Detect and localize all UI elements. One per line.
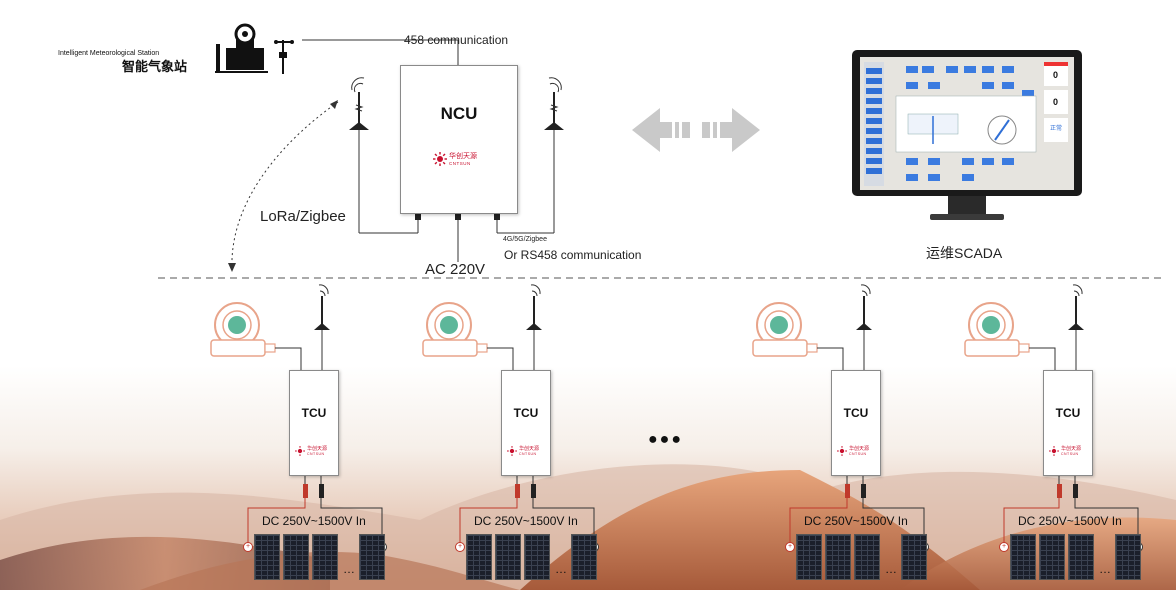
antenna-icon — [1068, 284, 1084, 370]
solar-panel-icon — [825, 534, 851, 580]
tcu-wiring — [422, 284, 595, 546]
solar-panel-icon — [571, 534, 597, 580]
tcu-wiring — [210, 284, 383, 546]
dc-input-label: DC 250V~1500V In — [474, 514, 578, 528]
ellipsis: ●●● — [648, 431, 683, 448]
solar-panel-icon — [1115, 534, 1141, 580]
weather-station-label-cn: 智能气象站 — [122, 59, 188, 74]
tcu-title: TCU — [301, 406, 327, 420]
dc-input-label: DC 250V~1500V In — [1018, 514, 1122, 528]
slewing-drive-icon — [964, 302, 1030, 357]
solar-panel-icon — [796, 534, 822, 580]
panel-ellipsis: … — [555, 562, 567, 576]
solar-panel-icon — [524, 534, 550, 580]
solar-panel-icon — [1039, 534, 1065, 580]
ncu-brand-cn: 华创天源 — [449, 152, 477, 160]
slewing-drive-icon — [210, 302, 276, 357]
positive-terminal-icon: + — [785, 542, 795, 552]
positive-terminal-icon: + — [455, 542, 465, 552]
solar-panel-icon — [254, 534, 280, 580]
tcu-brand-cn: 华创天源 — [307, 446, 328, 452]
sun-logo-icon — [1049, 446, 1059, 456]
ncu-title: NCU — [440, 104, 478, 123]
solar-panel-icon — [466, 534, 492, 580]
solar-panel-icon — [854, 534, 880, 580]
scada-status: 正常 — [1050, 126, 1063, 132]
double-arrow-icon — [632, 108, 760, 152]
weather-station-icon — [215, 23, 294, 74]
sun-logo-icon — [433, 152, 447, 166]
solar-panel-icon — [1010, 534, 1036, 580]
solar-panel-array: … — [466, 534, 600, 580]
panel-ellipsis: … — [885, 562, 897, 576]
tcu-wiring — [752, 284, 925, 546]
solar-panel-array: … — [796, 534, 930, 580]
positive-terminal-icon: + — [999, 542, 1009, 552]
ncu-brand-logo: 华创天源 CNTSUN — [433, 152, 477, 166]
tcu-title: TCU — [843, 406, 869, 420]
sun-logo-icon — [295, 446, 305, 456]
panel-ellipsis: … — [343, 562, 355, 576]
rs458-label: Or RS458 communication — [504, 248, 642, 262]
solar-panel-array: … — [254, 534, 388, 580]
ncu-brand-en: CNTSUN — [449, 160, 471, 166]
antenna-icon — [526, 284, 542, 370]
dc-input-label: DC 250V~1500V In — [804, 514, 908, 528]
tcu-brand-cn: 华创天源 — [519, 446, 540, 452]
panel-ellipsis: … — [1099, 562, 1111, 576]
scada-label: 运维SCADA — [926, 245, 1003, 261]
lora-label: LoRa/Zigbee — [260, 208, 346, 225]
monitor-icon — [852, 50, 1082, 220]
comm-top-label: 458 communication — [404, 33, 509, 47]
solar-panel-icon — [495, 534, 521, 580]
weather-station-label-en: Intelligent Meteorological Station — [58, 50, 160, 57]
tcu-brand-en: CNTSUN — [1061, 452, 1079, 456]
sun-logo-icon — [507, 446, 517, 456]
scada-counter-2: 0 — [1053, 97, 1059, 107]
solar-panel-icon — [283, 534, 309, 580]
solar-panel-icon — [901, 534, 927, 580]
solar-panel-icon — [359, 534, 385, 580]
scada-counter-1: 0 — [1053, 70, 1059, 80]
positive-terminal-icon: + — [243, 542, 253, 552]
slewing-drive-icon — [752, 302, 818, 357]
tcu-brand-en: CNTSUN — [519, 452, 537, 456]
solar-panel-array: … — [1010, 534, 1144, 580]
solar-panel-icon — [312, 534, 338, 580]
sun-logo-icon — [837, 446, 847, 456]
tcu-brand-cn: 华创天源 — [1061, 446, 1082, 452]
tcu-title: TCU — [1055, 406, 1081, 420]
ac-label: AC 220V — [425, 261, 486, 278]
network-label: 4G/5G/Zigbee — [503, 236, 547, 243]
tcu-brand-en: CNTSUN — [849, 452, 867, 456]
solar-panel-icon — [1068, 534, 1094, 580]
tcu-title: TCU — [513, 406, 539, 420]
dc-input-label: DC 250V~1500V In — [262, 514, 366, 528]
tcu-wiring — [964, 284, 1139, 546]
slewing-drive-icon — [422, 302, 488, 357]
tcu-brand-en: CNTSUN — [307, 452, 325, 456]
antenna-icon — [314, 284, 330, 370]
antenna-icon — [544, 77, 564, 130]
ncu-box: NCU 华创天源 CNTSUN — [400, 65, 518, 214]
antenna-icon — [349, 77, 369, 130]
antenna-icon — [856, 284, 872, 370]
tcu-brand-cn: 华创天源 — [849, 446, 870, 452]
